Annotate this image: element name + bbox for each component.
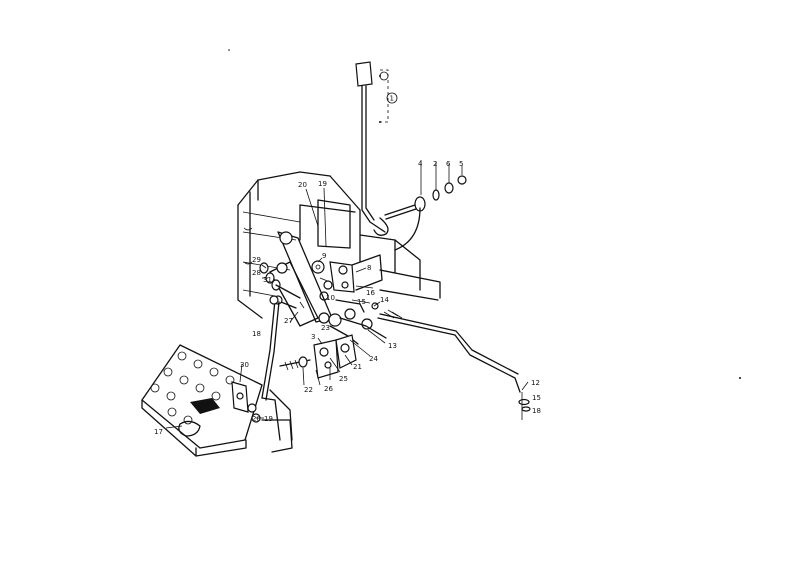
central-pivot [328, 302, 387, 345]
callout-27: 27 [284, 317, 293, 325]
callout-19-upper: 19 [318, 180, 327, 188]
callout-18-right: 18 [532, 407, 541, 415]
callout-15-right: 15 [532, 394, 541, 402]
lever-knob [355, 61, 373, 87]
callout-19-lower: 19 [264, 415, 273, 423]
callout-23: 23 [321, 324, 330, 332]
callout-20-upper: 20 [298, 181, 307, 189]
callout-6: 6 [446, 160, 451, 168]
callout-14: 14 [380, 296, 389, 304]
callout-24: 24 [369, 355, 378, 363]
lever-pivot-bolt [384, 160, 467, 251]
callout-12: 12 [531, 379, 540, 387]
callout-2: 2 [433, 160, 437, 168]
callout-21: 21 [353, 363, 362, 371]
linkage-bracket [311, 254, 383, 313]
callout-16: 16 [366, 289, 375, 297]
callout-10: 10 [326, 294, 335, 302]
link-bar [269, 231, 333, 327]
callout-28: 28 [252, 269, 261, 277]
push-rod [377, 309, 531, 420]
callout-29: 29 [252, 256, 261, 264]
callout-13: 13 [388, 342, 397, 350]
callout-circle-1 [386, 92, 398, 104]
pedal-holes [150, 351, 235, 425]
lower-clevis [279, 334, 357, 379]
callout-31: 31 [263, 276, 272, 284]
knob-cap [379, 71, 389, 81]
callout-8: 8 [367, 264, 371, 272]
callout-30: 30 [240, 361, 249, 369]
callout-4: 4 [418, 160, 423, 168]
callout-17: 17 [154, 428, 163, 436]
callout-labels: 4 2 6 5 20 19 29 28 31 9 8 10 16 15 14 2… [154, 160, 541, 436]
foot-pedal [141, 344, 293, 457]
callout-3: 3 [311, 333, 315, 341]
callout-15-middle: 15 [357, 298, 366, 306]
callout-20-lower: 20 [252, 415, 261, 423]
callout-26: 26 [324, 385, 333, 393]
callout-9: 9 [322, 252, 326, 260]
callout-1: 1 [390, 95, 394, 103]
leader-lines [165, 187, 529, 429]
frame-housing [237, 171, 441, 319]
callout-22: 22 [304, 386, 313, 394]
callout-18-left: 18 [252, 330, 261, 338]
pedal-rod [261, 295, 281, 441]
callout-25: 25 [339, 375, 348, 383]
callout-5: 5 [459, 160, 463, 168]
lever-rod-assembly: 1 [355, 61, 398, 236]
